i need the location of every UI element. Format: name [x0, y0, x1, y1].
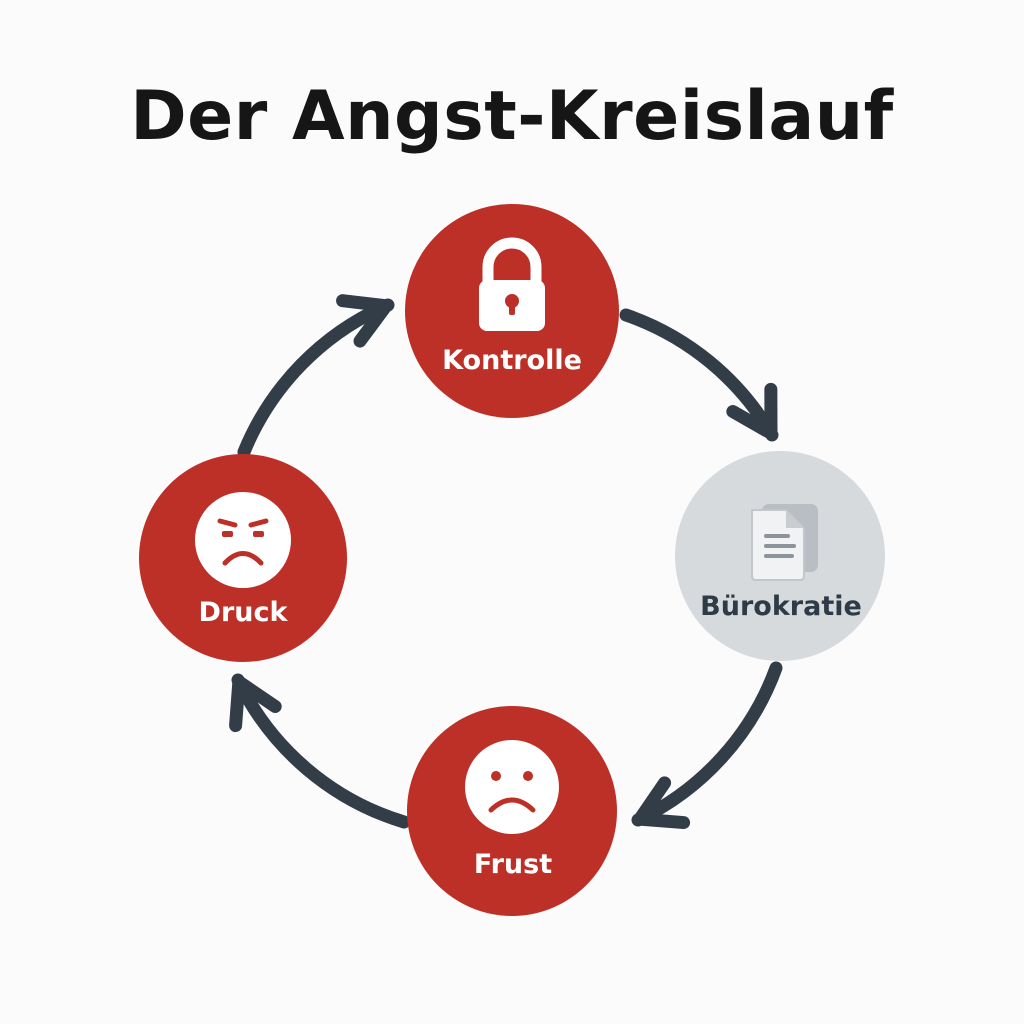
arrow-druck-to-kontrolle [237, 294, 395, 459]
node-label-frust: Frust [474, 849, 552, 880]
node-buerokratie: Bürokratie [675, 451, 885, 661]
node-druck: Druck [139, 454, 347, 662]
node-label-buerokratie: Bürokratie [700, 591, 862, 622]
angry-face-icon [195, 492, 291, 588]
node-frust: Frust [407, 706, 617, 916]
sad-face-icon [465, 740, 559, 834]
page-title: Der Angst-Kreislauf [130, 77, 894, 156]
arrow-frust-to-druck [229, 673, 411, 829]
node-label-kontrolle: Kontrolle [442, 345, 582, 376]
document-icon [751, 504, 818, 581]
arrow-kontrolle-to-buerokratie [619, 308, 779, 442]
arrow-buerokratie-to-frust [631, 661, 783, 830]
lock-icon [479, 237, 545, 331]
node-label-druck: Druck [199, 597, 289, 628]
node-kontrolle: Kontrolle [405, 204, 619, 418]
